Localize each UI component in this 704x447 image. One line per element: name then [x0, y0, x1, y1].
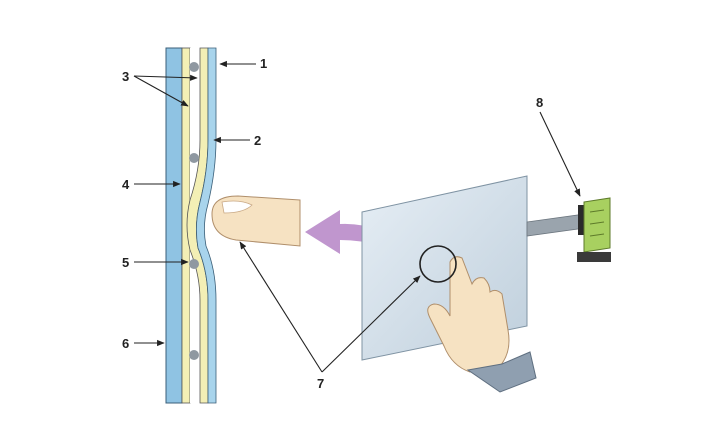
- finger-press-icon: [211, 195, 301, 247]
- callout-2: 2: [254, 133, 261, 148]
- spacer-dot: [189, 153, 199, 163]
- callout-7: 7: [317, 376, 324, 391]
- top-film-blue: [196, 47, 217, 404]
- callout-4: 4: [122, 177, 130, 192]
- layer-cross-section: [165, 47, 217, 404]
- spacer-dot: [189, 259, 199, 269]
- callout-5: 5: [122, 255, 129, 270]
- spacer-dots: [189, 62, 199, 360]
- callouts: 1 2 3 4 5 6 7 8: [122, 56, 543, 391]
- leader-lines: [133, 60, 581, 373]
- callout-1: 1: [260, 56, 267, 71]
- touch-point-ring: [419, 245, 457, 283]
- callout-3: 3: [122, 69, 129, 84]
- spacer-dot: [189, 350, 199, 360]
- callout-8: 8: [536, 95, 543, 110]
- spacer-dot: [189, 62, 199, 72]
- hand-touch-icon: [427, 256, 537, 393]
- callout-6: 6: [122, 336, 129, 351]
- controller-board-icon: [526, 197, 611, 262]
